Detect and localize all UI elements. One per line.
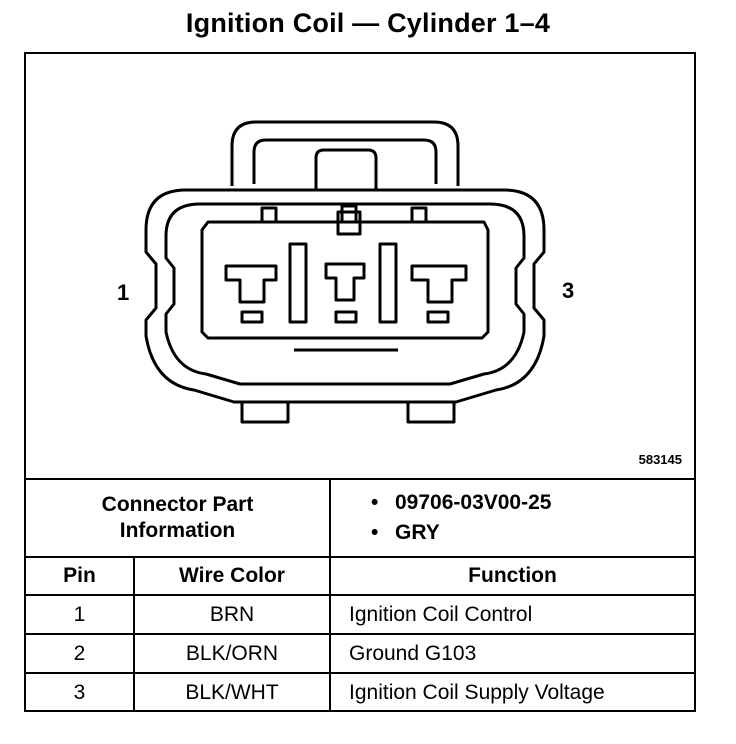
- connector-info-row: Connector Part Information •09706-03V00-…: [26, 478, 694, 558]
- table-header: Pin Wire Color Function: [26, 556, 694, 596]
- latch-tab: [314, 148, 378, 190]
- terminal-cavity: [200, 220, 490, 340]
- connector-info-items: •09706-03V00-25 •GRY: [329, 478, 694, 558]
- cell-wire-color: BLK/ORN: [133, 633, 331, 674]
- cell-pin: 2: [26, 633, 135, 674]
- divider-right: [378, 242, 398, 324]
- list-item: •09706-03V00-25: [371, 491, 552, 514]
- cell-wire-color: BRN: [133, 594, 331, 635]
- connector-info-label: Connector Part Information: [26, 478, 331, 558]
- foot-left: [240, 402, 290, 424]
- connector-drawing: [144, 120, 546, 424]
- table-row: 2 BLK/ORN Ground G103: [26, 633, 694, 674]
- terminal-2: [324, 262, 366, 302]
- cell-function: Ignition Coil Supply Voltage: [329, 672, 694, 711]
- terminal-3: [410, 264, 468, 304]
- latch-inner: [252, 138, 438, 184]
- cell-pin: 1: [26, 594, 135, 635]
- divider-left: [288, 242, 308, 324]
- latch-outer: [230, 120, 460, 186]
- pin-3-label: 3: [562, 278, 575, 303]
- header-pin: Pin: [26, 556, 135, 596]
- cell-pin: 3: [26, 672, 135, 711]
- page-title: Ignition Coil — Cylinder 1–4: [185, 8, 551, 38]
- header-function: Function: [329, 556, 694, 596]
- pin-1-label: 1: [117, 280, 130, 305]
- cell-function: Ground G103: [329, 633, 694, 674]
- foot-right: [406, 402, 456, 424]
- cell-wire-color: BLK/WHT: [133, 672, 331, 711]
- terminal-1: [224, 264, 278, 304]
- pinout-table: Connector Part Information •09706-03V00-…: [26, 478, 694, 711]
- cell-function: Ignition Coil Control: [329, 594, 694, 635]
- table-row: 1 BRN Ignition Coil Control: [26, 594, 694, 635]
- connector-outer: [144, 188, 546, 404]
- connector-inner: [164, 202, 526, 386]
- header-wire-color: Wire Color: [133, 556, 331, 596]
- figure-number: 583145: [638, 452, 682, 467]
- diagram-frame: 1 3 583145 Connector Part Information •0…: [24, 52, 696, 712]
- table-row: 3 BLK/WHT Ignition Coil Supply Voltage: [26, 672, 694, 711]
- list-item: •GRY: [371, 521, 440, 544]
- connector-diagram: 1 3 583145: [26, 54, 694, 478]
